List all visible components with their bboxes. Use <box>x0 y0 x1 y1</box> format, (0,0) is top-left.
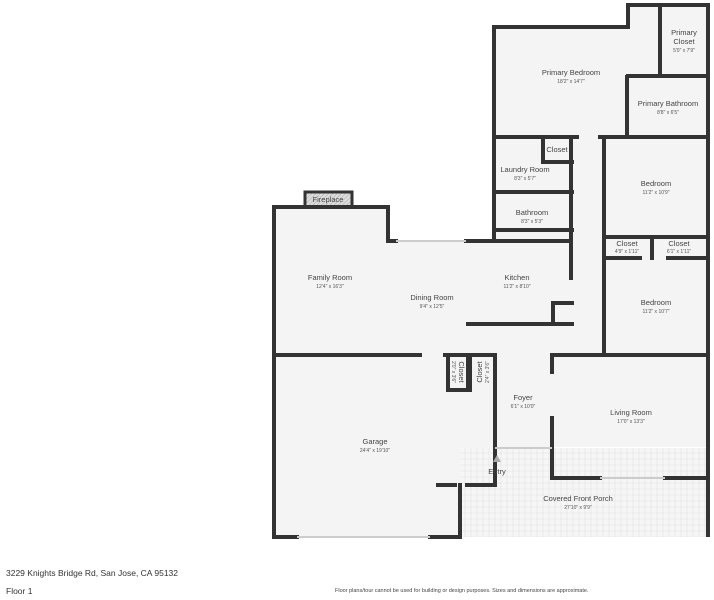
svg-text:Closet: Closet <box>673 37 695 46</box>
svg-text:Closet: Closet <box>475 360 484 382</box>
svg-text:Dining Room: Dining Room <box>410 293 453 302</box>
entry-label: Entry <box>488 467 506 476</box>
svg-text:11'2" x 10'9": 11'2" x 10'9" <box>642 190 669 196</box>
room-family: Family Room 12'4" x 16'3" <box>308 273 352 290</box>
room-bedroom-1: Bedroom 11'2" x 10'9" <box>641 179 671 196</box>
svg-text:Closet: Closet <box>668 239 690 248</box>
porch-area <box>460 448 708 537</box>
svg-text:8'3" x 5'7": 8'3" x 5'7" <box>514 176 536 182</box>
svg-text:Foyer: Foyer <box>513 393 533 402</box>
svg-text:Bathroom: Bathroom <box>516 208 549 217</box>
room-porch: Covered Front Porch 27'10" x 9'9" <box>543 494 613 511</box>
svg-text:Living Room: Living Room <box>610 408 652 417</box>
address-text: 3229 Knights Bridge Rd, San Jose, CA 951… <box>6 568 179 578</box>
svg-text:2'4" x 3'6": 2'4" x 3'6" <box>485 361 491 383</box>
walls <box>272 3 710 539</box>
room-laundry: Laundry Room 8'3" x 5'7" <box>500 165 549 182</box>
svg-text:18'2" x 14'7": 18'2" x 14'7" <box>557 79 585 85</box>
svg-text:17'0" x 13'3": 17'0" x 13'3" <box>617 419 645 425</box>
svg-text:Laundry Room: Laundry Room <box>500 165 549 174</box>
room-primary-bedroom: Primary Bedroom 18'2" x 14'7" <box>542 68 600 85</box>
room-kitchen: Kitchen 11'2" x 8'10" <box>503 273 530 290</box>
svg-text:11'2" x 10'7": 11'2" x 10'7" <box>642 309 669 315</box>
svg-text:2'0" x 3'6": 2'0" x 3'6" <box>450 361 456 383</box>
svg-text:Bedroom: Bedroom <box>641 179 671 188</box>
windows <box>297 240 665 538</box>
entry-arrow-icon <box>493 455 501 462</box>
svg-text:Family Room: Family Room <box>308 273 352 282</box>
room-living: Living Room 17'0" x 13'3" <box>610 408 652 425</box>
svg-text:Primary Bedroom: Primary Bedroom <box>542 68 600 77</box>
svg-text:11'2" x 8'10": 11'2" x 8'10" <box>503 284 530 290</box>
room-primary-bathroom: Primary Bathroom 8'8" x 6'5" <box>638 99 698 116</box>
svg-text:Bedroom: Bedroom <box>641 298 671 307</box>
fireplace-label: Fireplace <box>313 195 344 204</box>
svg-text:4'9" x 1'11": 4'9" x 1'11" <box>615 249 639 255</box>
room-bathroom: Bathroom 8'3" x 5'3" <box>516 208 549 225</box>
room-dining: Dining Room 9'4" x 12'5" <box>410 293 453 310</box>
svg-text:Garage: Garage <box>362 437 387 446</box>
svg-text:9'4" x 12'5": 9'4" x 12'5" <box>420 304 445 310</box>
svg-text:6'1" x 10'0": 6'1" x 10'0" <box>511 404 536 410</box>
floor-label: Floor 1 <box>6 586 33 596</box>
disclaimer-text: Floor plans/tour cannot be used for buil… <box>335 588 589 594</box>
room-foyer: Foyer 6'1" x 10'0" <box>511 393 536 410</box>
svg-text:Primary: Primary <box>671 28 697 37</box>
svg-text:Closet: Closet <box>546 145 568 154</box>
svg-text:8'8" x 6'5": 8'8" x 6'5" <box>657 110 679 116</box>
room-bedroom-2: Bedroom 11'2" x 10'7" <box>641 298 671 315</box>
svg-text:Closet: Closet <box>457 361 466 383</box>
floor-fill <box>274 5 708 537</box>
svg-text:Primary Bathroom: Primary Bathroom <box>638 99 698 108</box>
room-garage: Garage 24'4" x 19'10" <box>360 437 390 454</box>
svg-text:27'10" x 9'9": 27'10" x 9'9" <box>564 505 592 511</box>
room-laundry-closet: Closet <box>546 145 568 154</box>
svg-text:12'4" x 16'3": 12'4" x 16'3" <box>316 284 344 290</box>
svg-text:Kitchen: Kitchen <box>504 273 529 282</box>
svg-text:6'1" x 1'11": 6'1" x 1'11" <box>667 249 691 255</box>
svg-text:8'3" x 5'3": 8'3" x 5'3" <box>521 219 543 225</box>
svg-text:5'0" x 7'9": 5'0" x 7'9" <box>673 48 695 54</box>
svg-text:Covered Front Porch: Covered Front Porch <box>543 494 613 503</box>
svg-text:Closet: Closet <box>616 239 638 248</box>
svg-text:24'4" x 19'10": 24'4" x 19'10" <box>360 448 390 454</box>
